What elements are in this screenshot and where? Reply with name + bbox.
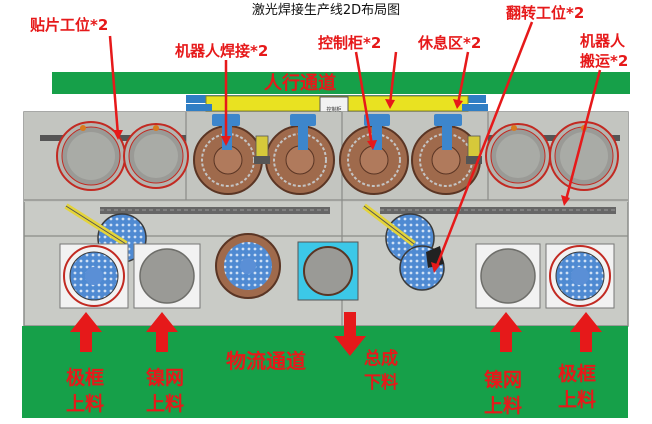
label-frame-load-right-1: 极框 [558,362,596,385]
flip-station-right [362,203,445,291]
assembly-unload-station [297,241,359,301]
control-box-text: 控制柜 [326,106,341,113]
patch-station-right [485,121,619,191]
label-robot-transfer-2: 搬运*2 [580,52,628,70]
red-arrow-up-icon [146,312,178,352]
walkway-label: 人行通道 [264,72,336,94]
label-control-cabinet: 控制柜*2 [318,34,381,52]
label-mesh-load-left-1: 镍网 [146,366,184,389]
frame-load-left [59,243,129,309]
label-patch-station: 贴片工位*2 [30,16,108,34]
label-robot-transfer-1: 机器人 [580,32,626,50]
label-mesh-load-right-1: 镍网 [484,368,522,391]
red-arrow-up-icon [490,312,522,352]
label-frame-load-left-2: 上料 [66,392,104,415]
robot-arm-icon [254,135,482,164]
label-mesh-load-right-2: 上料 [484,394,522,417]
patch-station-left [56,121,189,191]
label-robot-welding: 机器人焊接*2 [175,42,268,60]
red-arrow-up-icon [70,312,102,352]
left-center-disc [215,233,281,299]
leader-lines [108,21,602,269]
right-transfer-rail [380,207,616,214]
red-arrow-up-icon [570,312,602,352]
label-assembly-unload-1: 总成 [364,348,398,369]
label-mesh-load-left-2: 上料 [146,392,184,415]
label-flip-station: 翻转工位*2 [506,4,584,22]
label-frame-load-right-2: 上料 [558,388,596,411]
logistics-label: 物流通道 [226,349,306,373]
diagram-title: 激光焊接生产线2D布局图 [252,2,400,18]
mesh-load-left [133,243,201,309]
frame-load-right [545,243,615,309]
label-frame-load-left-1: 极框 [66,366,104,389]
logistics-aisle [22,326,628,418]
red-arrow-down-icon [334,312,366,356]
mesh-load-right [475,243,541,309]
label-rest-area: 休息区*2 [417,34,481,52]
walkway-strip [52,72,630,94]
label-assembly-unload-2: 下料 [364,372,398,393]
